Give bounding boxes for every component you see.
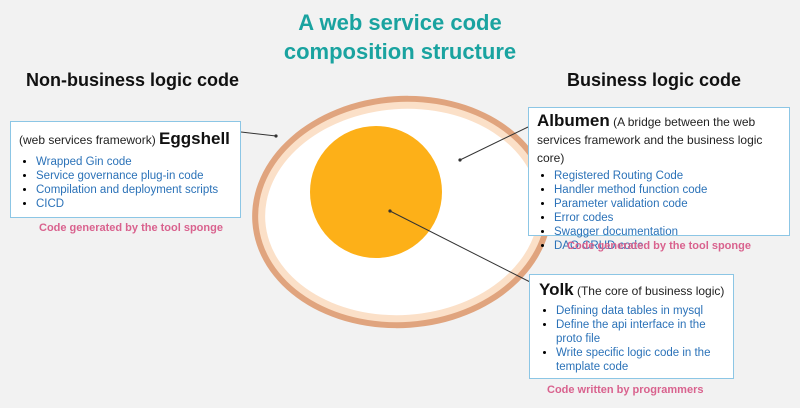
eggshell-heading: (web services framework) Eggshell <box>19 130 232 149</box>
egg-yolk <box>310 126 442 258</box>
eggshell-prefix: (web services framework) <box>19 133 156 147</box>
albumen-footnote: Code generated by the tool sponge <box>567 240 751 252</box>
albumen-connector <box>459 126 529 161</box>
eggshell-item: Service governance plug-in code <box>36 169 232 183</box>
yolk-footnote: Code written by programmers <box>547 384 704 396</box>
yolk-list: Defining data tables in mysql Define the… <box>539 304 725 374</box>
albumen-item: Handler method function code <box>554 183 781 197</box>
albumen-list: Registered Routing Code Handler method f… <box>537 169 781 253</box>
eggshell-box: (web services framework) Eggshell Wrappe… <box>10 121 241 218</box>
albumen-item: Swagger documentation <box>554 225 781 239</box>
albumen-item: Parameter validation code <box>554 197 781 211</box>
albumen-connector-dot <box>458 158 462 162</box>
business-heading: Business logic code <box>567 70 742 90</box>
yolk-heading: Yolk (The core of business logic) <box>539 281 725 300</box>
albumen-item: Error codes <box>554 211 781 225</box>
non-business-heading: Non-business logic code <box>26 70 240 90</box>
eggshell-footnote: Code generated by the tool sponge <box>39 222 223 234</box>
eggshell-item: CICD <box>36 197 232 211</box>
eggshell-item: Compilation and deployment scripts <box>36 183 232 197</box>
yolk-item: Defining data tables in mysql <box>556 304 725 318</box>
title-line-1: A web service code <box>298 10 502 35</box>
albumen-item: Registered Routing Code <box>554 169 781 183</box>
diagram-title: A web service code composition structure <box>0 8 800 66</box>
albumen-name: Albumen <box>537 111 610 130</box>
title-line-2: composition structure <box>283 39 517 64</box>
yolk-item: Define the api interface in the proto fi… <box>556 318 725 346</box>
yolk-description: (The core of business logic) <box>576 284 725 298</box>
yolk-connector-dot <box>388 209 392 213</box>
eggshell-list: Wrapped Gin code Service governance plug… <box>19 155 232 211</box>
eggshell-connector <box>240 131 277 137</box>
albumen-description: (A bridge between the web services frame… <box>537 115 763 165</box>
albumen-item: DAO CRUD code <box>554 239 781 253</box>
yolk-name: Yolk <box>539 280 574 299</box>
yolk-connector <box>389 210 537 286</box>
albumen-heading: Albumen (A bridge between the web servic… <box>537 112 781 167</box>
yolk-item: Write specific logic code in the templat… <box>556 346 725 374</box>
eggshell-name: Eggshell <box>159 129 230 148</box>
eggshell-item: Wrapped Gin code <box>36 155 232 169</box>
eggshell-connector-dot <box>274 134 278 138</box>
yolk-box: Yolk (The core of business logic) Defini… <box>529 274 734 379</box>
albumen-box: Albumen (A bridge between the web servic… <box>528 107 790 252</box>
